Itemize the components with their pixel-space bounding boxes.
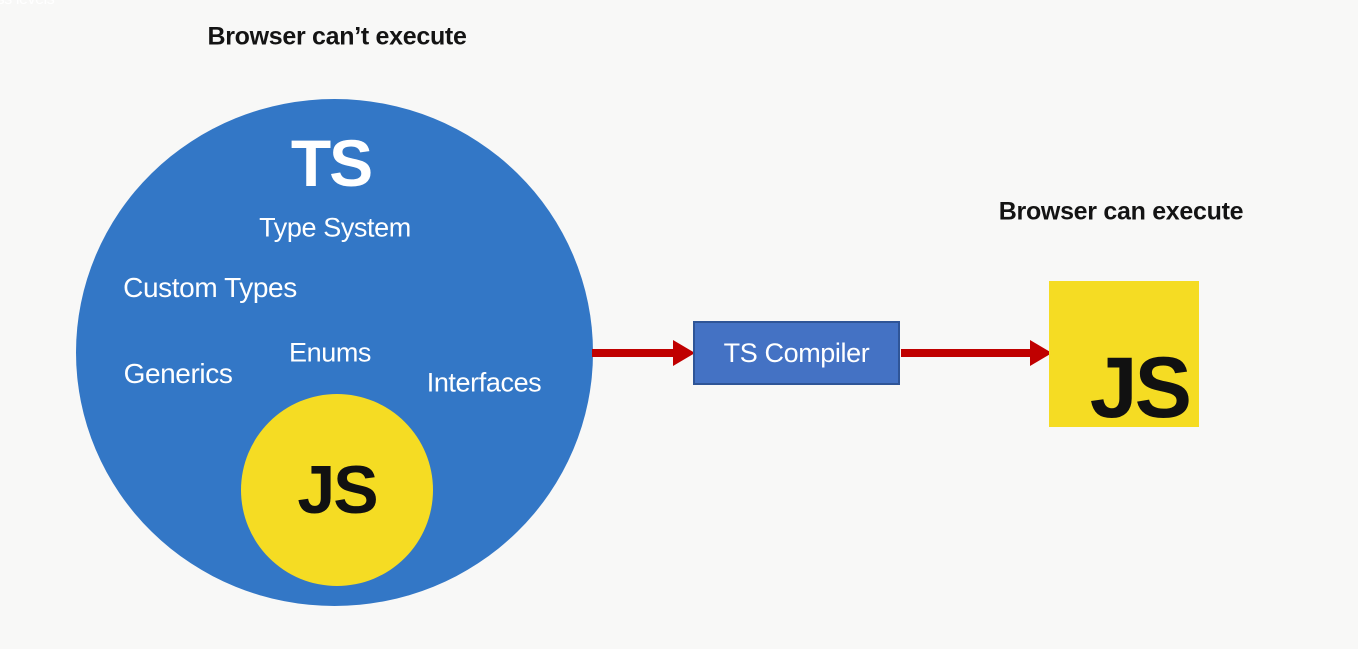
- javascript-inner-circle: JS: [241, 394, 433, 586]
- caption-browser-cant-execute: Browser can’t execute: [207, 22, 467, 51]
- feature-interfaces: Interfaces: [426, 367, 542, 398]
- arrow-compiler-to-js-head-icon: [1030, 340, 1052, 366]
- feature-custom-types: Custom Types: [123, 272, 297, 303]
- javascript-inner-circle-label: JS: [297, 452, 378, 528]
- feature-enums: Enums: [288, 337, 372, 368]
- caption-browser-can-execute: Browser can execute: [998, 197, 1244, 226]
- javascript-output-label: JS: [1089, 340, 1192, 436]
- arrow-compiler-to-js-shaft: [901, 349, 1031, 357]
- arrow-ts-to-compiler-shaft: [592, 349, 674, 357]
- typescript-circle-title: TS: [290, 126, 373, 200]
- feature-strictness-levels: Strictness levels: [0, 0, 55, 9]
- javascript-output-square: JS: [1049, 281, 1199, 431]
- ts-compiler-label: TS Compiler: [723, 337, 870, 368]
- feature-generics: Generics: [123, 358, 233, 389]
- ts-compiler-box: TS Compiler: [693, 321, 900, 385]
- arrow-ts-to-compiler-head-icon: [673, 340, 695, 366]
- feature-type-system: Type System: [259, 212, 411, 243]
